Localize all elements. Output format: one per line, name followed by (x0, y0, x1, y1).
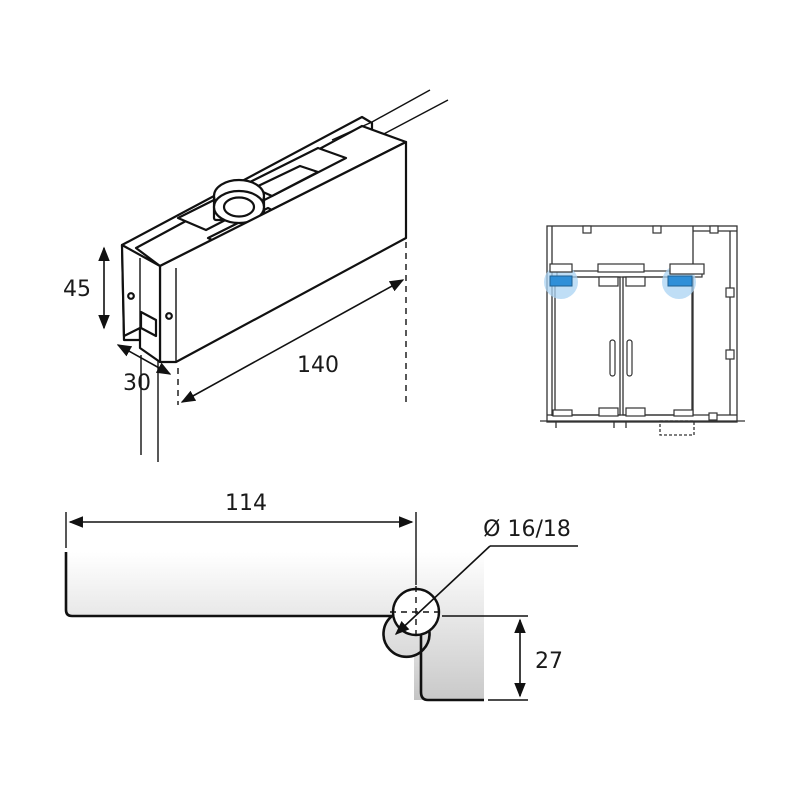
end-slot (139, 310, 158, 338)
height-dimension-label: 45 (63, 277, 91, 302)
length-dimension: 140 (177, 242, 407, 405)
patch-fitting-isometric (120, 89, 449, 462)
profile-height-label: 27 (535, 649, 563, 674)
depth-dimension-label: 30 (123, 371, 151, 396)
profile-width-label: 114 (225, 491, 267, 516)
depth-dimension: 30 (116, 344, 172, 396)
profile-width-dimension: 114 (65, 491, 417, 585)
screw-hole-back (127, 292, 135, 300)
profile-body (66, 552, 484, 700)
pin-diameter-dimension: Ø 16/18 (394, 517, 578, 635)
door-elevation-diagram (540, 225, 745, 436)
screw-hole-front (165, 312, 173, 320)
end-face (120, 243, 162, 364)
pin-diameter-label: Ø 16/18 (483, 517, 571, 542)
cross-section-profile (64, 552, 484, 702)
profile-height-dimension: 27 (442, 615, 563, 701)
pivot-boss (212, 178, 266, 225)
length-dimension-label: 140 (297, 353, 339, 378)
highlighted-fitting-left (544, 263, 578, 299)
height-dimension: 45 (63, 246, 110, 330)
highlighted-fitting-right (662, 263, 705, 299)
